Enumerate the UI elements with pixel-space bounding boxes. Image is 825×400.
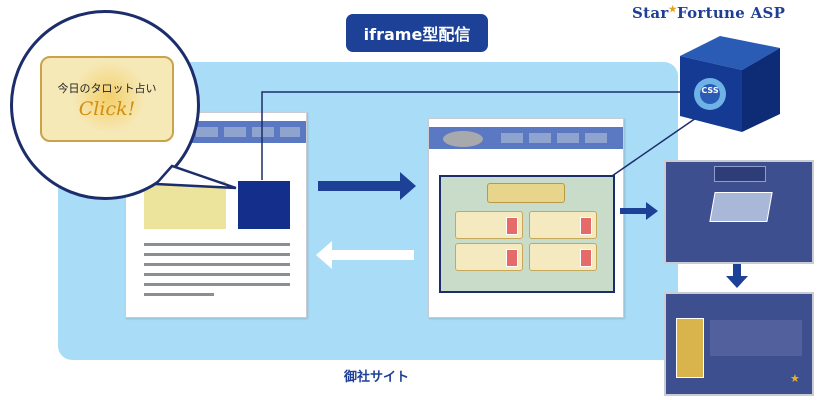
star-icon: ★	[668, 5, 677, 15]
star-icon: ★	[790, 372, 800, 385]
card-thumbnail	[506, 217, 518, 235]
tarot-banner-text: 今日のタロット占い	[57, 82, 157, 95]
iframe-title-banner	[487, 183, 565, 203]
reading-text-block	[710, 320, 802, 356]
forward-arrow	[318, 172, 416, 200]
card-thumbnail	[580, 217, 592, 235]
tarot-result-screen	[664, 160, 814, 264]
brand-prefix: Star	[632, 4, 669, 22]
nav-button	[557, 133, 579, 143]
tarot-card-image	[676, 318, 704, 378]
tarot-menu-card	[455, 211, 523, 239]
down-arrow	[726, 262, 748, 288]
content-image-block	[144, 181, 226, 229]
nav-button	[585, 133, 607, 143]
sun-ornament-icon	[72, 60, 146, 134]
brand-suffix: Fortune ASP	[676, 4, 786, 22]
css-cube-label: CSS	[701, 86, 719, 95]
nav-button	[224, 127, 246, 137]
card-deck-icon	[709, 192, 773, 222]
client-site-label: 御社サイト	[344, 370, 410, 385]
return-arrow	[316, 241, 414, 269]
client-page-with-iframe	[428, 118, 624, 318]
to-result-arrow	[620, 202, 658, 220]
text-line	[144, 273, 290, 276]
tarot-menu-card	[529, 243, 597, 271]
text-line	[144, 283, 290, 286]
css-cube-icon	[680, 36, 780, 132]
click-text[interactable]: Click!	[78, 98, 136, 120]
brand-logo: Star★Fortune ASP	[632, 4, 822, 22]
nav-button	[501, 133, 523, 143]
iframe-slot	[238, 181, 290, 229]
text-line	[144, 253, 290, 256]
card-thumbnail	[506, 249, 518, 267]
tarot-reading-screen: ★	[664, 292, 814, 396]
text-line	[144, 243, 290, 246]
text-line	[144, 263, 290, 266]
embedded-tarot-iframe	[439, 175, 615, 293]
nav-button	[529, 133, 551, 143]
tarot-menu-card	[455, 243, 523, 271]
client-web-page	[125, 112, 307, 318]
result-title-banner	[714, 166, 766, 182]
connector-line	[611, 117, 697, 177]
page-logo-ellipse	[443, 131, 483, 147]
connector-line	[261, 91, 690, 180]
iframe-delivery-label: iframe型配信	[346, 14, 488, 52]
nav-button	[252, 127, 274, 137]
tarot-menu-card	[529, 211, 597, 239]
tarot-banner-card[interactable]: 今日のタロット占い Click!	[40, 56, 174, 142]
nav-button	[196, 127, 218, 137]
text-line	[144, 293, 214, 296]
nav-button	[280, 127, 300, 137]
card-thumbnail	[580, 249, 592, 267]
